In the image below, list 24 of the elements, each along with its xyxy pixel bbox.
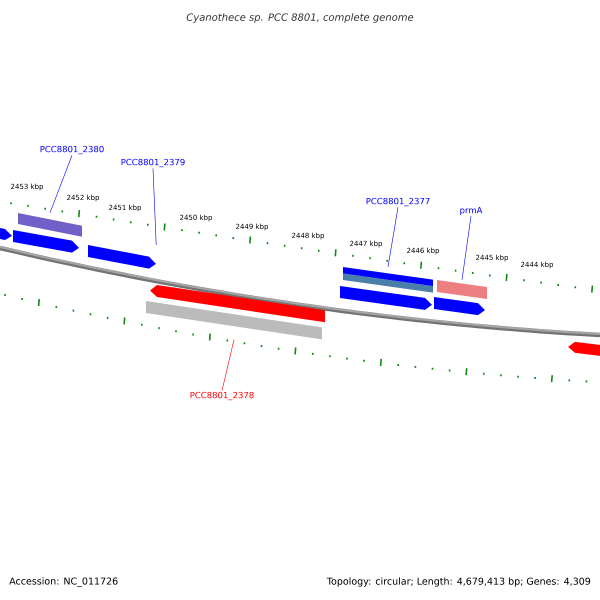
gene-feature [13,230,79,253]
gene-bar [343,267,433,293]
gene-feature [150,285,325,322]
gene-feature [0,228,12,240]
footer-text: Accession: NC_011726 [9,577,118,587]
gene-label: PCC8801_2380 [40,146,104,154]
leader-line [222,339,234,391]
footer-text: Topology: circular; Length: 4,679,413 bp; Genes: 4,309 [326,577,590,587]
gene-feature [340,286,432,310]
gene-label: PCC8801_2377 [366,198,430,206]
gene-feature [434,297,485,316]
gene-feature [568,342,600,356]
gene-label: PCC8801_2378 [190,392,254,400]
gene-label: PCC8801_2379 [122,158,185,168]
gene-bar [18,213,82,237]
gene-bar [146,301,322,340]
leader-line [388,207,398,268]
leader-line [50,155,72,214]
gene-feature [88,245,156,269]
gene-label: prmA [460,207,482,215]
gene-bar [437,280,487,299]
leader-line [462,216,472,280]
title: Cyanothece sp. PCC 8801, complete genome [186,13,414,23]
leader-line [152,168,156,246]
